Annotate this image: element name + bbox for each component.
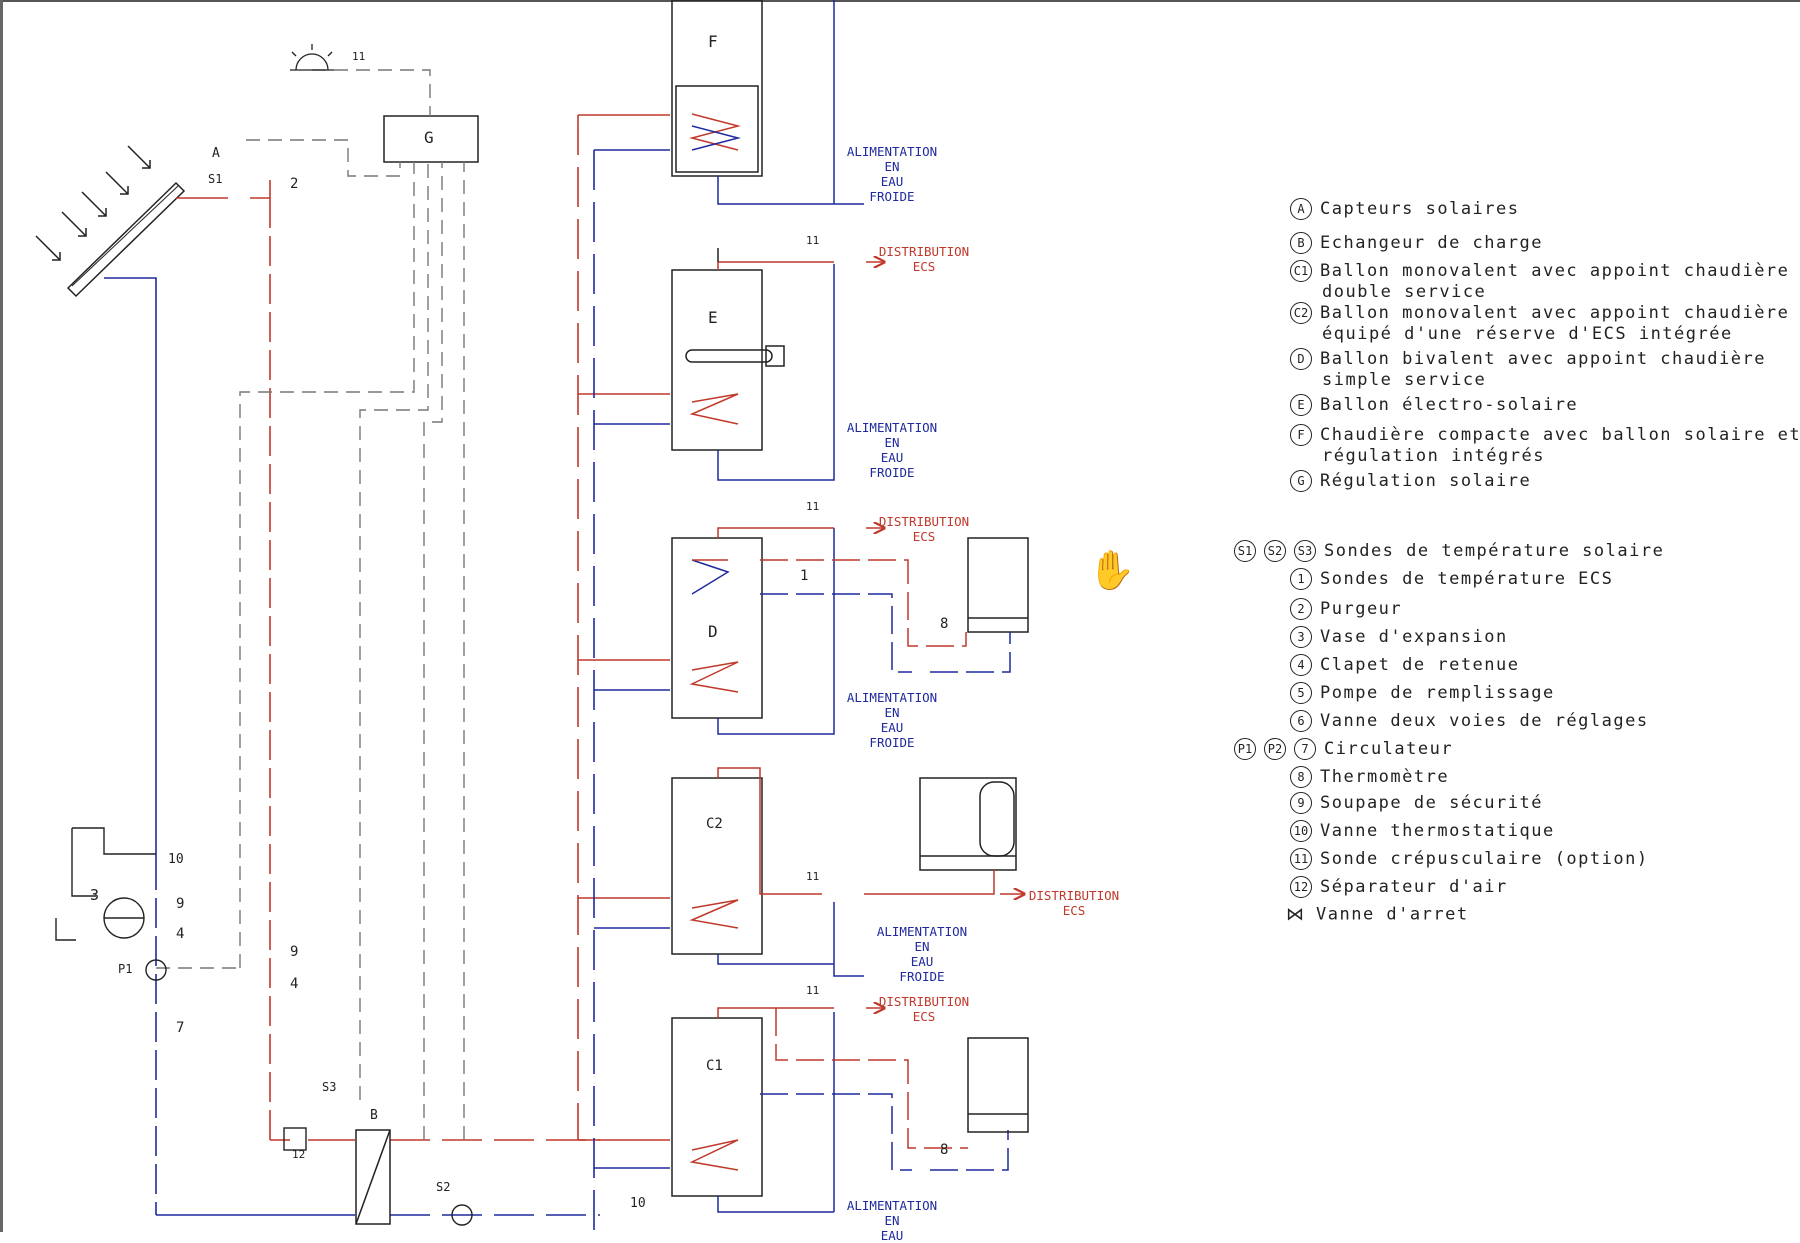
tank-C1 xyxy=(671,1007,1029,1213)
top-border xyxy=(0,0,1800,2)
solar-loop-cold xyxy=(104,149,670,1232)
solar-collector xyxy=(35,145,186,298)
pump-P1 xyxy=(145,959,167,981)
left-border xyxy=(0,0,3,1232)
twilight-sensor xyxy=(290,44,334,71)
heat-exchanger xyxy=(355,1129,391,1225)
solar-loop-hot xyxy=(176,114,670,1141)
legend-item-stop-valve: ⋈Vanne d'arret xyxy=(1286,904,1469,925)
stop-valve-icon: ⋈ xyxy=(1286,904,1306,925)
regulation-unit xyxy=(383,115,479,163)
tank-C2 xyxy=(671,767,1017,977)
expansion-vessel xyxy=(55,827,156,941)
air-separator xyxy=(283,1127,307,1151)
hand-cursor-icon: ✋ xyxy=(1088,548,1136,592)
tank-F xyxy=(671,0,864,205)
dhw-arrows xyxy=(866,262,1024,1008)
tank-D xyxy=(671,527,1029,735)
signal-lines xyxy=(156,69,465,1140)
tank-E xyxy=(671,248,835,481)
pump-P2 xyxy=(451,1204,473,1226)
